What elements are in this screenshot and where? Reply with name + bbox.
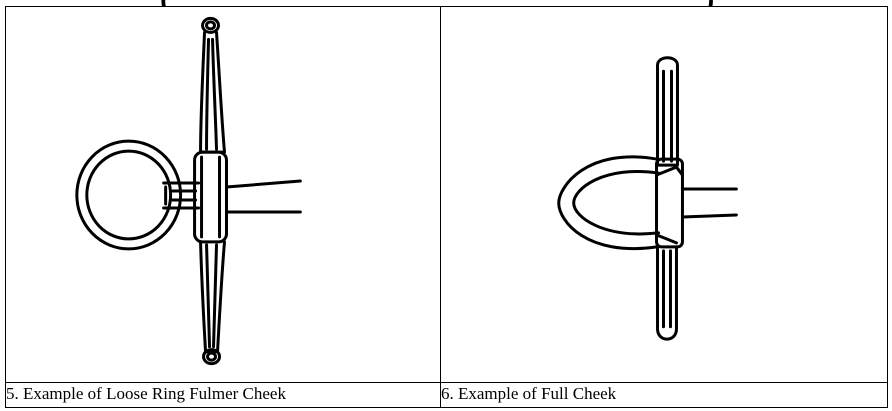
ring-connector xyxy=(162,181,201,210)
figure-table: 5. Example of Loose Ring Fulmer Cheek 6.… xyxy=(5,6,888,408)
full-cheek-mouthpiece xyxy=(680,187,738,219)
loose-ring-fulmer-cheek-drawing xyxy=(75,16,302,366)
figure-5-image-cell xyxy=(5,6,441,383)
image-row xyxy=(5,6,888,383)
figure-5-caption: 5. Example of Loose Ring Fulmer Cheek xyxy=(5,382,441,408)
full-cheek-drawing xyxy=(557,56,738,341)
full-cheek-lower-arm xyxy=(656,245,678,341)
fulmer-cheek-body xyxy=(193,150,228,244)
heading-open-paren: ( xyxy=(160,0,169,6)
figure-6-image-cell xyxy=(440,6,888,383)
caption-row: 5. Example of Loose Ring Fulmer Cheek 6.… xyxy=(5,382,888,408)
loose-ring xyxy=(75,139,183,251)
fulmer-bottom-bulb xyxy=(202,348,222,366)
fulmer-mouthpiece xyxy=(224,179,302,214)
cropped-heading: ( ) xyxy=(0,0,892,6)
fulmer-top-bulb xyxy=(201,16,221,34)
full-cheek-body xyxy=(655,157,684,249)
heading-close-paren: ) xyxy=(705,0,714,6)
full-cheek-d-loop xyxy=(557,155,659,250)
figure-6-caption: 6. Example of Full Cheek xyxy=(440,382,888,408)
full-cheek-upper-arm xyxy=(656,56,679,167)
